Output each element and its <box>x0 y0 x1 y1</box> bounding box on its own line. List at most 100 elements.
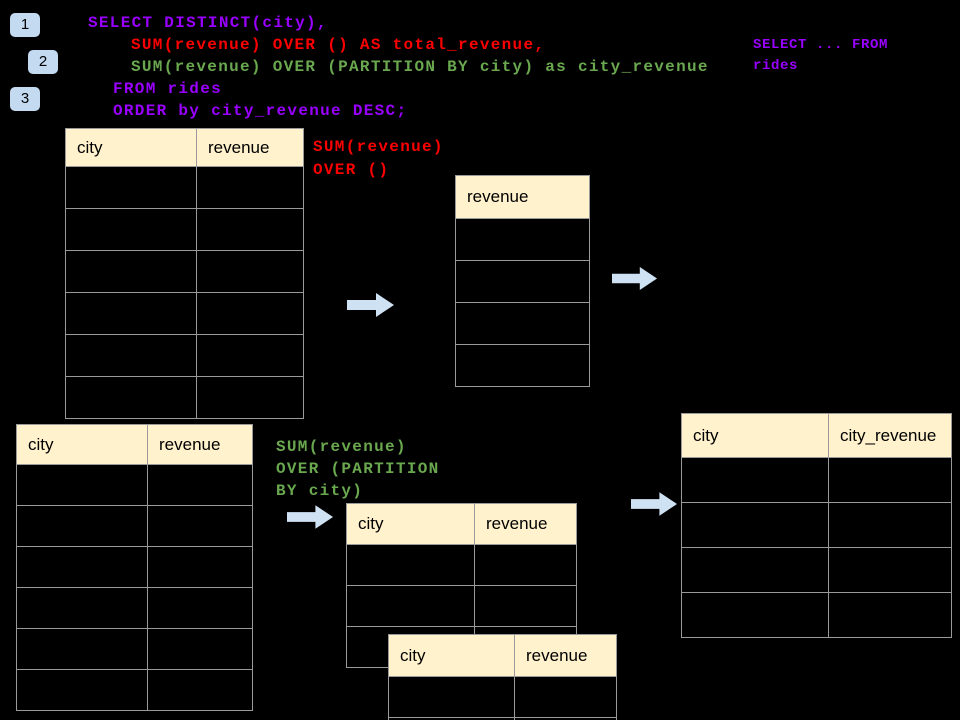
empty-cell <box>681 457 829 503</box>
empty-cell <box>681 502 829 548</box>
empty-cell <box>346 585 475 627</box>
flow-arrow-3 <box>287 504 334 530</box>
code-line: BY city) <box>276 482 364 500</box>
table-row <box>681 592 952 638</box>
empty-cell <box>828 502 952 548</box>
column-header: city <box>16 424 148 465</box>
code-line: SELECT ... FROM <box>753 37 889 53</box>
step-badge-1: 1 <box>10 13 40 37</box>
sql-query-block: SELECT DISTINCT(city), SUM(revenue) OVER … <box>0 12 709 122</box>
right-arrow-icon <box>612 267 658 290</box>
empty-cell <box>196 166 304 209</box>
step-badge-2: 2 <box>28 50 58 74</box>
empty-cell <box>681 592 829 638</box>
table-row <box>16 587 253 629</box>
table-row <box>346 585 577 627</box>
empty-cell <box>828 592 952 638</box>
table-row <box>388 717 617 720</box>
table-row <box>16 669 253 711</box>
empty-cell <box>388 676 515 718</box>
annotation-select-from-rides: SELECT ... FROM rides <box>753 35 888 77</box>
empty-cell <box>16 628 148 670</box>
table-row <box>455 302 590 345</box>
empty-cell <box>474 544 577 586</box>
empty-cell <box>196 250 304 293</box>
code-line: SUM(revenue) OVER () AS total_revenue, <box>131 36 546 54</box>
table-row <box>16 628 253 670</box>
table-row <box>16 464 253 506</box>
empty-cell <box>474 585 577 627</box>
table-row <box>681 502 952 548</box>
column-header: revenue <box>474 503 577 545</box>
right-arrow-icon <box>631 492 678 516</box>
code-line: SUM(revenue) OVER (PARTITION BY city) as… <box>131 58 709 76</box>
empty-cell <box>147 669 253 711</box>
column-header: revenue <box>455 175 590 219</box>
empty-cell <box>196 334 304 377</box>
empty-cell <box>455 344 590 387</box>
empty-cell <box>147 628 253 670</box>
empty-cell <box>514 717 617 720</box>
table-row <box>65 334 304 377</box>
code-line: OVER (PARTITION <box>276 460 440 478</box>
empty-cell <box>147 505 253 547</box>
empty-cell <box>65 166 197 209</box>
table-row <box>455 344 590 387</box>
empty-cell <box>346 544 475 586</box>
table-row <box>388 676 617 718</box>
flow-arrow-1 <box>347 292 395 318</box>
empty-cell <box>828 547 952 593</box>
empty-cell <box>455 260 590 303</box>
empty-cell <box>147 546 253 588</box>
code-line: OVER () <box>313 161 390 179</box>
table-row <box>65 250 304 293</box>
empty-cell <box>147 464 253 506</box>
step-badge-3: 3 <box>10 87 40 111</box>
empty-cell <box>455 302 590 345</box>
table-row <box>65 292 304 335</box>
empty-cell <box>16 669 148 711</box>
total-revenue-table: revenue <box>455 175 590 387</box>
table-row <box>346 544 577 586</box>
empty-cell <box>65 376 197 419</box>
column-header: city <box>681 413 829 458</box>
column-header: revenue <box>147 424 253 465</box>
empty-cell <box>65 250 197 293</box>
flow-arrow-2 <box>612 266 658 291</box>
column-header: city <box>65 128 197 167</box>
column-header: city <box>388 634 515 677</box>
code-line: rides <box>753 58 799 74</box>
code-line: SELECT DISTINCT(city), <box>88 14 328 32</box>
empty-cell <box>514 676 617 718</box>
code-line: ORDER by city_revenue DESC; <box>113 102 408 120</box>
empty-cell <box>16 587 148 629</box>
column-header: city <box>346 503 475 545</box>
right-arrow-icon <box>347 293 394 317</box>
empty-cell <box>16 464 148 506</box>
column-header: revenue <box>514 634 617 677</box>
table-row <box>455 260 590 303</box>
empty-cell <box>65 334 197 377</box>
table-row <box>65 166 304 209</box>
empty-cell <box>828 457 952 503</box>
column-header: revenue <box>196 128 304 167</box>
empty-cell <box>65 208 197 251</box>
empty-cell <box>196 376 304 419</box>
annotation-sum-over-all: SUM(revenue)OVER () <box>313 136 444 182</box>
empty-cell <box>65 292 197 335</box>
empty-cell <box>147 587 253 629</box>
column-header: city_revenue <box>828 413 952 458</box>
code-line: FROM rides <box>113 80 223 98</box>
flow-arrow-4 <box>631 491 678 517</box>
empty-cell <box>455 218 590 261</box>
table-row <box>65 376 304 419</box>
